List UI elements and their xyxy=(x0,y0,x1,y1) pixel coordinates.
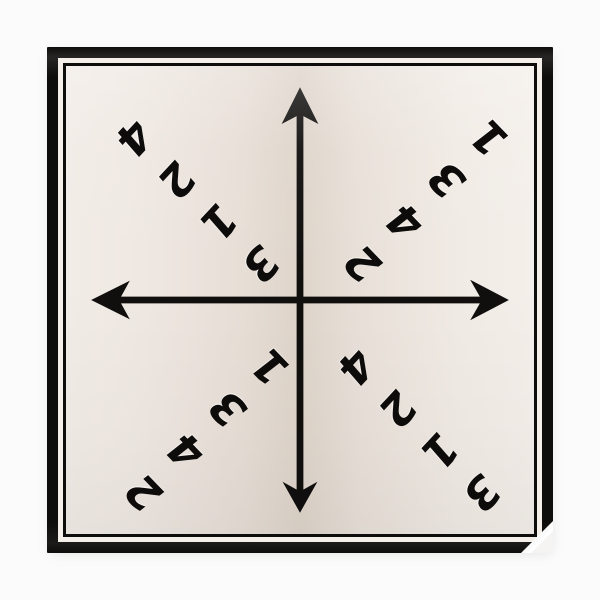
arrow-right-icon xyxy=(470,279,509,321)
arrow-down-icon xyxy=(282,481,318,513)
arrow-up-icon xyxy=(281,87,319,125)
arrow-left-icon xyxy=(91,280,130,320)
axes-drawing xyxy=(91,87,509,513)
